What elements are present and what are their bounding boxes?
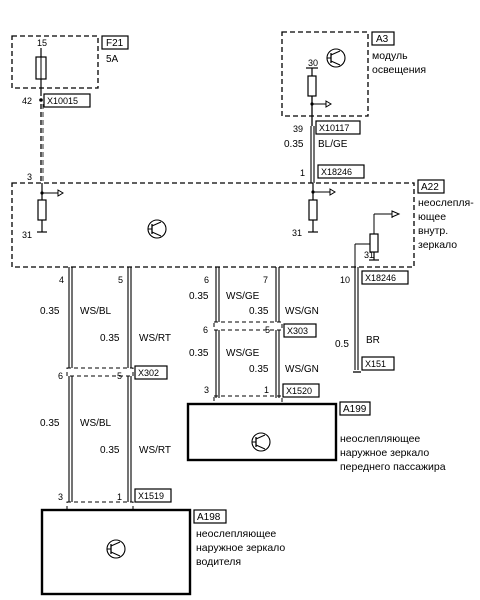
pin-5: 5 bbox=[117, 371, 122, 381]
wire-color-label: WS/GN bbox=[285, 306, 319, 317]
passenger-mirror-caption-3: переднего пассажира bbox=[340, 461, 446, 473]
connector-x1520: X1520 bbox=[286, 386, 312, 396]
connector-x18246-bottom: X18246 bbox=[365, 273, 396, 283]
lighting-wire-color: BL/GE bbox=[318, 139, 348, 150]
pin-3: 3 bbox=[204, 385, 209, 395]
pin-1: 1 bbox=[264, 385, 269, 395]
wire-color-label: WS/RT bbox=[139, 445, 171, 456]
ground-31-left: 31 bbox=[22, 230, 32, 240]
mirror-pin-7: 7 bbox=[263, 275, 268, 285]
interior-mirror-box bbox=[11, 182, 415, 268]
lighting-pin-30: 30 bbox=[308, 58, 318, 68]
lighting-wire-size: 0.35 bbox=[284, 139, 304, 150]
mirror-pin-1: 1 bbox=[300, 168, 305, 178]
fuse-box bbox=[11, 35, 99, 89]
wire-color-label: WS/GN bbox=[285, 364, 319, 375]
wire-color-label: BR bbox=[366, 335, 380, 346]
driver-mirror-caption-1: неослепляющее bbox=[196, 528, 276, 540]
connector-x1519: X1519 bbox=[138, 491, 164, 501]
ground-31-right: 31 bbox=[364, 250, 374, 260]
interior-mirror-caption-4: зеркало bbox=[418, 239, 457, 251]
connector-x151: X151 bbox=[365, 359, 386, 369]
connector-x302: X302 bbox=[138, 368, 159, 378]
pin-6: 6 bbox=[203, 325, 208, 335]
driver-mirror-id: A198 bbox=[197, 512, 221, 523]
connector-x302-box bbox=[66, 367, 134, 377]
passenger-mirror-caption-2: наружное зеркало bbox=[340, 447, 429, 459]
connector-x1519-box bbox=[66, 501, 134, 511]
wire-color-label: WS/GE bbox=[226, 291, 260, 302]
interior-mirror-caption-2: ющее bbox=[418, 211, 446, 223]
fuse-pin-15: 15 bbox=[37, 38, 47, 48]
wire-size-label: 0.35 bbox=[100, 445, 120, 456]
pin-3: 3 bbox=[58, 492, 63, 502]
wire-size-label: 0.35 bbox=[100, 333, 120, 344]
mirror-pin-10: 10 bbox=[340, 275, 350, 285]
ground-31-middle: 31 bbox=[292, 228, 302, 238]
wire-color-label: WS/BL bbox=[80, 418, 112, 429]
wire-size-label: 0.5 bbox=[335, 339, 349, 350]
mirror-pin-5: 5 bbox=[118, 275, 123, 285]
connector-x303: X303 bbox=[287, 326, 308, 336]
wire-size-label: 0.35 bbox=[40, 418, 60, 429]
wire-color-label: WS/BL bbox=[80, 306, 112, 317]
passenger-mirror-id: A199 bbox=[343, 404, 367, 415]
connector-x1520-box bbox=[213, 395, 283, 405]
connector-x18246-top: X18246 bbox=[321, 167, 352, 177]
lighting-module-caption-1: модуль bbox=[372, 50, 408, 62]
connector-x10015: X10015 bbox=[47, 96, 78, 106]
wire-size-label: 0.35 bbox=[249, 364, 269, 375]
fuse-rating: 5A bbox=[106, 54, 119, 65]
pin-1: 1 bbox=[117, 492, 122, 502]
wire-size-label: 0.35 bbox=[249, 306, 269, 317]
resistor-symbol bbox=[307, 75, 317, 97]
lighting-module-id: A3 bbox=[376, 34, 389, 45]
lighting-module-box bbox=[281, 31, 369, 117]
interior-mirror-id: A22 bbox=[421, 182, 439, 193]
wire-color-label: WS/RT bbox=[139, 333, 171, 344]
wire-size-label: 0.35 bbox=[189, 291, 209, 302]
interior-mirror-caption-1: неослепля- bbox=[418, 197, 474, 209]
mirror-pin-4: 4 bbox=[59, 275, 64, 285]
driver-mirror-caption-2: наружное зеркало bbox=[196, 542, 285, 554]
lighting-pin-39: 39 bbox=[293, 124, 303, 134]
connector-x303-box bbox=[213, 321, 283, 331]
wire-size-label: 0.35 bbox=[189, 348, 209, 359]
connector-x10117: X10117 bbox=[319, 123, 349, 133]
wire-color-label: WS/GE bbox=[226, 348, 260, 359]
pin-6: 6 bbox=[58, 371, 63, 381]
passenger-mirror-caption-1: неослепляющее bbox=[340, 433, 420, 445]
driver-mirror-caption-3: водителя bbox=[196, 556, 241, 568]
interior-mirror-caption-3: внутр. bbox=[418, 225, 448, 237]
wire-size-label: 0.35 bbox=[40, 306, 60, 317]
pin-5: 5 bbox=[265, 325, 270, 335]
fuse-id: F21 bbox=[106, 38, 124, 49]
fuse-pin-42: 42 bbox=[22, 96, 32, 106]
passenger-mirror-box bbox=[186, 402, 338, 462]
lighting-module-caption-2: освещения bbox=[372, 64, 426, 76]
mirror-pin-3: 3 bbox=[27, 172, 32, 182]
mirror-pin-6: 6 bbox=[204, 275, 209, 285]
